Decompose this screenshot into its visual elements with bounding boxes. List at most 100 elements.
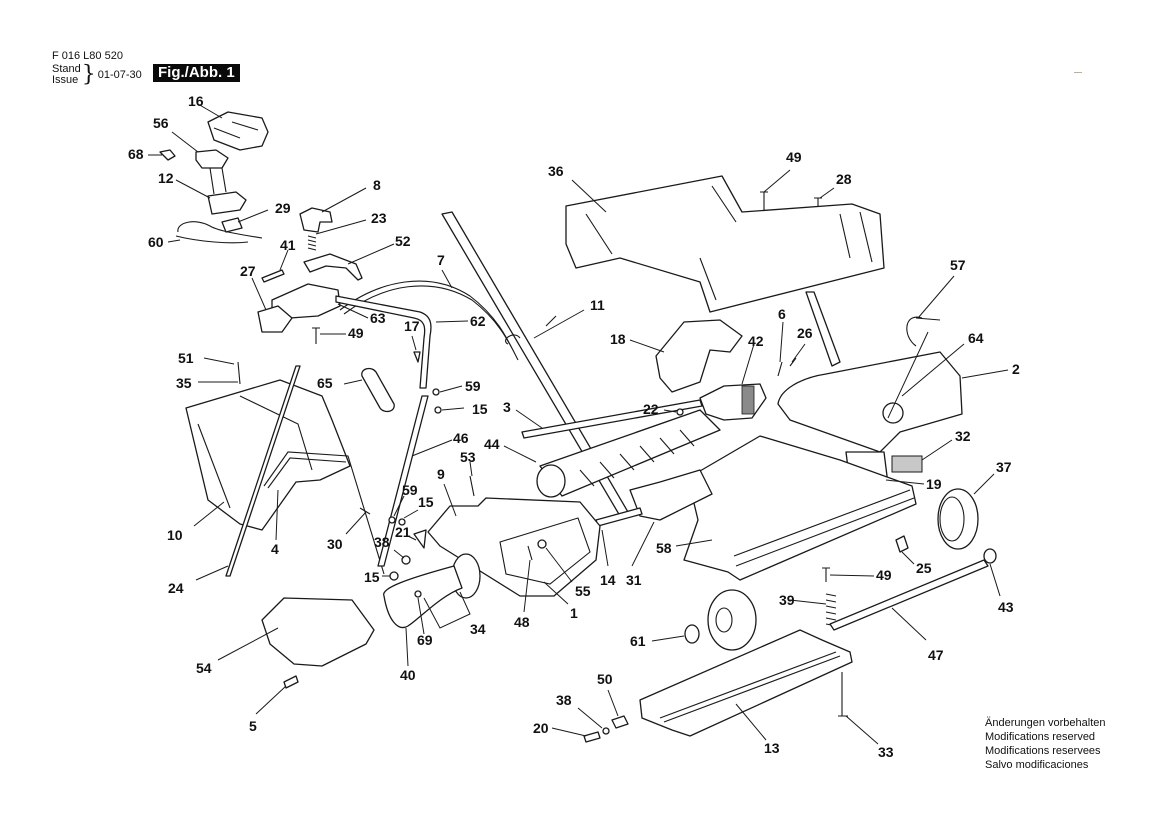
- part-11-cable-clip: [505, 315, 557, 345]
- leader-41: [279, 249, 289, 271]
- callout-29: 29: [275, 200, 291, 216]
- leader-38b: [577, 707, 603, 729]
- callout-57: 57: [950, 257, 966, 273]
- leader-12: [175, 179, 211, 199]
- callout-9: 9: [437, 466, 445, 482]
- callout-5: 5: [249, 718, 257, 734]
- callout-34: 34: [470, 621, 486, 637]
- part-42-motor: [699, 383, 767, 421]
- part-31-drive-bracket: [629, 469, 713, 521]
- part-3-shaft: [521, 399, 703, 439]
- callout-61: 61: [630, 633, 646, 649]
- leader-20: [551, 727, 587, 737]
- callout-52: 52: [395, 233, 411, 249]
- part-front-hub: [715, 607, 733, 633]
- callout-63: 63: [370, 310, 386, 326]
- callout-47: 47: [928, 647, 944, 663]
- callout-42: 42: [748, 333, 764, 349]
- part-65-adjust-plate: [361, 367, 395, 413]
- leader-28: [819, 187, 835, 199]
- part-59-washer-a: [432, 388, 440, 396]
- callout-24: 24: [168, 580, 184, 596]
- leader-7: [441, 269, 453, 289]
- leader-47: [891, 607, 927, 641]
- callout-28: 28: [836, 171, 852, 187]
- part-69-washer: [414, 590, 422, 598]
- issue-date: 01-07-30: [97, 69, 142, 81]
- leader-56: [171, 131, 199, 153]
- part-2-belt-guard: [777, 351, 963, 453]
- issue-stamp: Stand Issue } 01-07-30: [52, 64, 142, 86]
- callout-41: 41: [280, 237, 296, 253]
- part-18-motor-cover: [655, 319, 743, 393]
- callout-15a: 15: [472, 401, 488, 417]
- callout-7: 7: [437, 252, 445, 268]
- leader-30: [345, 511, 367, 535]
- part-16-switch-cover: [207, 111, 269, 151]
- part-52-lever-arm: [303, 253, 363, 281]
- leader-9: [443, 483, 457, 517]
- part-15-nut-b: [398, 518, 406, 526]
- part-25-clip: [895, 535, 909, 553]
- part-58-housing: [683, 435, 917, 581]
- part-32-pad: [891, 455, 923, 473]
- part-41-pin: [261, 269, 285, 283]
- callout-59b: 59: [402, 482, 418, 498]
- callout-44: 44: [484, 436, 500, 452]
- leader-58: [675, 539, 713, 547]
- callout-39: 39: [779, 592, 795, 608]
- figure-label: Fig./Abb. 1: [153, 64, 240, 82]
- part-15-nut-a: [434, 406, 442, 414]
- callout-27: 27: [240, 263, 256, 279]
- callout-31: 31: [626, 572, 642, 588]
- callout-18: 18: [610, 331, 626, 347]
- leader-5: [255, 685, 287, 715]
- leader-51: [203, 357, 235, 365]
- part-56-switch: [195, 149, 229, 169]
- part-44-tines: [579, 429, 695, 487]
- leader-3: [515, 409, 543, 429]
- leader-33: [845, 715, 879, 745]
- callout-46: 46: [453, 430, 469, 446]
- leader-59b: [393, 495, 405, 517]
- leader-23: [315, 219, 367, 235]
- part-50-bushing: [611, 715, 629, 729]
- part-17-knob: [413, 351, 421, 363]
- part-28-screw: [814, 197, 822, 206]
- part-drawings: [159, 111, 997, 743]
- part-12-legs: [209, 167, 227, 195]
- callout-17: 17: [404, 318, 420, 334]
- callout-labels: 16 56 68 12 29 60 8 23 52 41 27 63 49 7 …: [128, 93, 1020, 760]
- part-37-hub: [939, 496, 965, 542]
- part-33-bolt: [838, 672, 848, 717]
- callout-1: 1: [570, 605, 578, 621]
- leader-40: [405, 627, 409, 667]
- part-strut: [805, 291, 841, 367]
- callout-19: 19: [926, 476, 942, 492]
- part-62-upper-handle: [335, 295, 432, 389]
- leader-42: [741, 343, 755, 385]
- leader-59a: [439, 385, 463, 393]
- part-36-grass-guard: [565, 175, 885, 313]
- callout-15c: 15: [364, 569, 380, 585]
- leader-55: [545, 547, 573, 583]
- part-12-switch-housing: [207, 191, 247, 215]
- part-34-bracket-line: [423, 591, 471, 629]
- part-6-clip: [777, 361, 783, 377]
- notice-de: Änderungen vorbehalten: [985, 717, 1106, 729]
- leader-36: [571, 179, 607, 213]
- part-55-bearing: [537, 539, 547, 549]
- part-68-clip: [159, 149, 176, 161]
- leader-14: [601, 529, 609, 567]
- callout-14: 14: [600, 572, 616, 588]
- leader-26: [791, 343, 806, 363]
- brace-icon: }: [81, 62, 96, 87]
- leader-65: [343, 379, 363, 385]
- part-54-belt-cover: [261, 597, 375, 667]
- document-number: F 016 L80 520: [52, 50, 123, 62]
- leader-32: [921, 439, 953, 461]
- callout-11: 11: [590, 297, 605, 313]
- part-1-inner-plate: [499, 517, 591, 585]
- part-36-ribs: [585, 185, 873, 301]
- callout-49a: 49: [348, 325, 364, 341]
